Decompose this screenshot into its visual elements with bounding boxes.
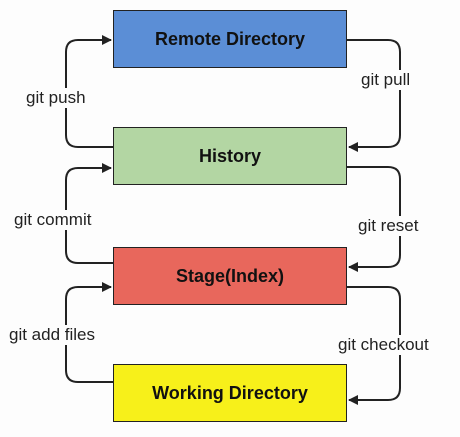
git-checkout-label: git checkout [337, 335, 430, 355]
working-directory-label: Working Directory [152, 382, 308, 403]
git-commit-label: git commit [13, 210, 93, 230]
git-reset-label: git reset [357, 216, 420, 236]
working-directory-box: Working Directory [113, 364, 347, 422]
remote-directory-box: Remote Directory [113, 10, 347, 68]
git-pull-label: git pull [360, 70, 412, 90]
history-label: History [198, 145, 261, 166]
remote-directory-label: Remote Directory [154, 28, 306, 49]
stage-index-label: Stage(Index) [175, 265, 285, 286]
stage-index-box: Stage(Index) [113, 247, 347, 305]
git-push-label: git push [25, 88, 87, 108]
arrow-git-pull [347, 39, 401, 152]
git-add-files-label: git add files [8, 325, 96, 345]
history-box: History [113, 127, 347, 185]
